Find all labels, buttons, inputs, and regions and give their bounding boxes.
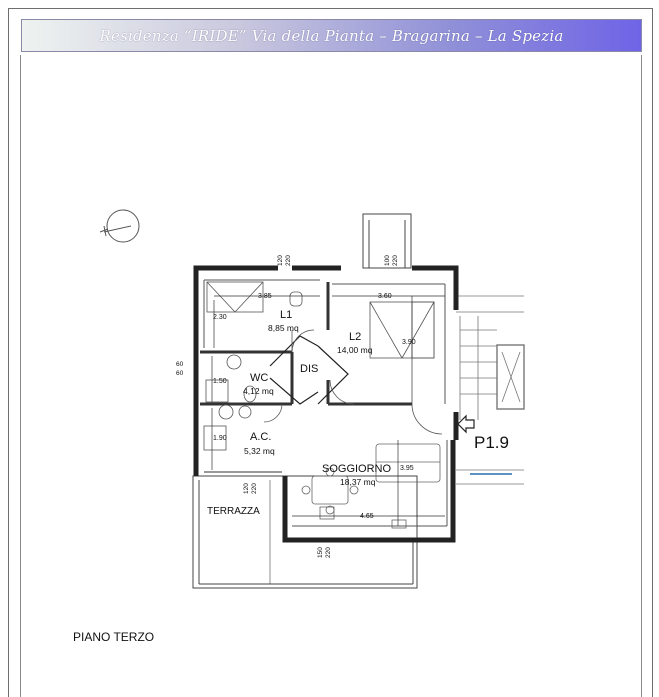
- inner-wall-lines: [203, 279, 448, 527]
- door-swings: [263, 329, 443, 435]
- living-furniture: [301, 443, 441, 529]
- floor-label: PIANO TERZO: [73, 630, 155, 644]
- hallway-diagonals: [269, 335, 349, 405]
- tower-protrusion: [362, 213, 412, 269]
- opening-terr-bottom: 220: [251, 483, 258, 494]
- dim-l1-height: 2.30: [213, 314, 227, 321]
- bed-l2: [369, 301, 435, 359]
- room-ac-area: 5,32 mq: [244, 446, 275, 456]
- inner-frame: [20, 55, 642, 697]
- opening-terr-top: 120: [243, 483, 250, 494]
- opening-wc-top: 60: [176, 361, 184, 368]
- bed-l1: [206, 281, 303, 313]
- opening-sog-bottom: 220: [325, 547, 332, 558]
- compass-icon: [99, 209, 140, 243]
- room-l2-name: L2: [349, 331, 361, 343]
- opening-l1-bottom: 220: [285, 255, 292, 266]
- opening-sog-top: 150: [317, 547, 324, 558]
- room-l2-area: 14,00 mq: [337, 345, 373, 355]
- exterior-walls: [193, 265, 459, 543]
- title-banner: Residenza “IRIDE” Via della Pianta – Bra…: [21, 19, 642, 52]
- dim-sog-width: 4.65: [360, 513, 374, 520]
- dim-ac-height: 1.90: [213, 435, 227, 442]
- opening-l1-top: 120: [277, 255, 284, 266]
- room-wc-area: 4,12 mq: [243, 386, 274, 396]
- page-frame: [8, 8, 653, 697]
- room-wc-name: WC: [250, 372, 268, 384]
- dim-l1-width: 3.85: [258, 293, 272, 300]
- opening-l2-top: 100: [384, 255, 391, 266]
- dim-sog-height: 3.95: [400, 465, 414, 472]
- interior-walls: [200, 282, 412, 473]
- dimension-lines: [211, 295, 445, 526]
- entry-arrow-icon: [457, 414, 475, 434]
- room-sog-area: 18,37 mq: [340, 477, 376, 487]
- room-dis-name: DIS: [300, 363, 318, 375]
- dim-l2-width: 3.60: [378, 293, 392, 300]
- dim-l2-height: 3.90: [402, 339, 416, 346]
- unit-code: P1.9: [474, 433, 509, 452]
- room-sog-name: SOGGIORNO: [322, 463, 392, 475]
- room-ac-name: A.C.: [250, 431, 271, 443]
- room-l1-area: 8,85 mq: [268, 323, 299, 333]
- opening-l2-bottom: 220: [392, 255, 399, 266]
- room-terr-name: TERRAZZA: [207, 506, 260, 517]
- terrace-parapet: [192, 475, 418, 589]
- adjacent-building: [456, 295, 525, 485]
- opening-wc-bottom: 60: [176, 370, 184, 377]
- banner-title: Residenza “IRIDE” Via della Pianta – Bra…: [99, 26, 564, 45]
- dim-wc-height: 1.50: [213, 378, 227, 385]
- room-l1-name: L1: [280, 309, 292, 321]
- wc-fixtures: [203, 354, 257, 451]
